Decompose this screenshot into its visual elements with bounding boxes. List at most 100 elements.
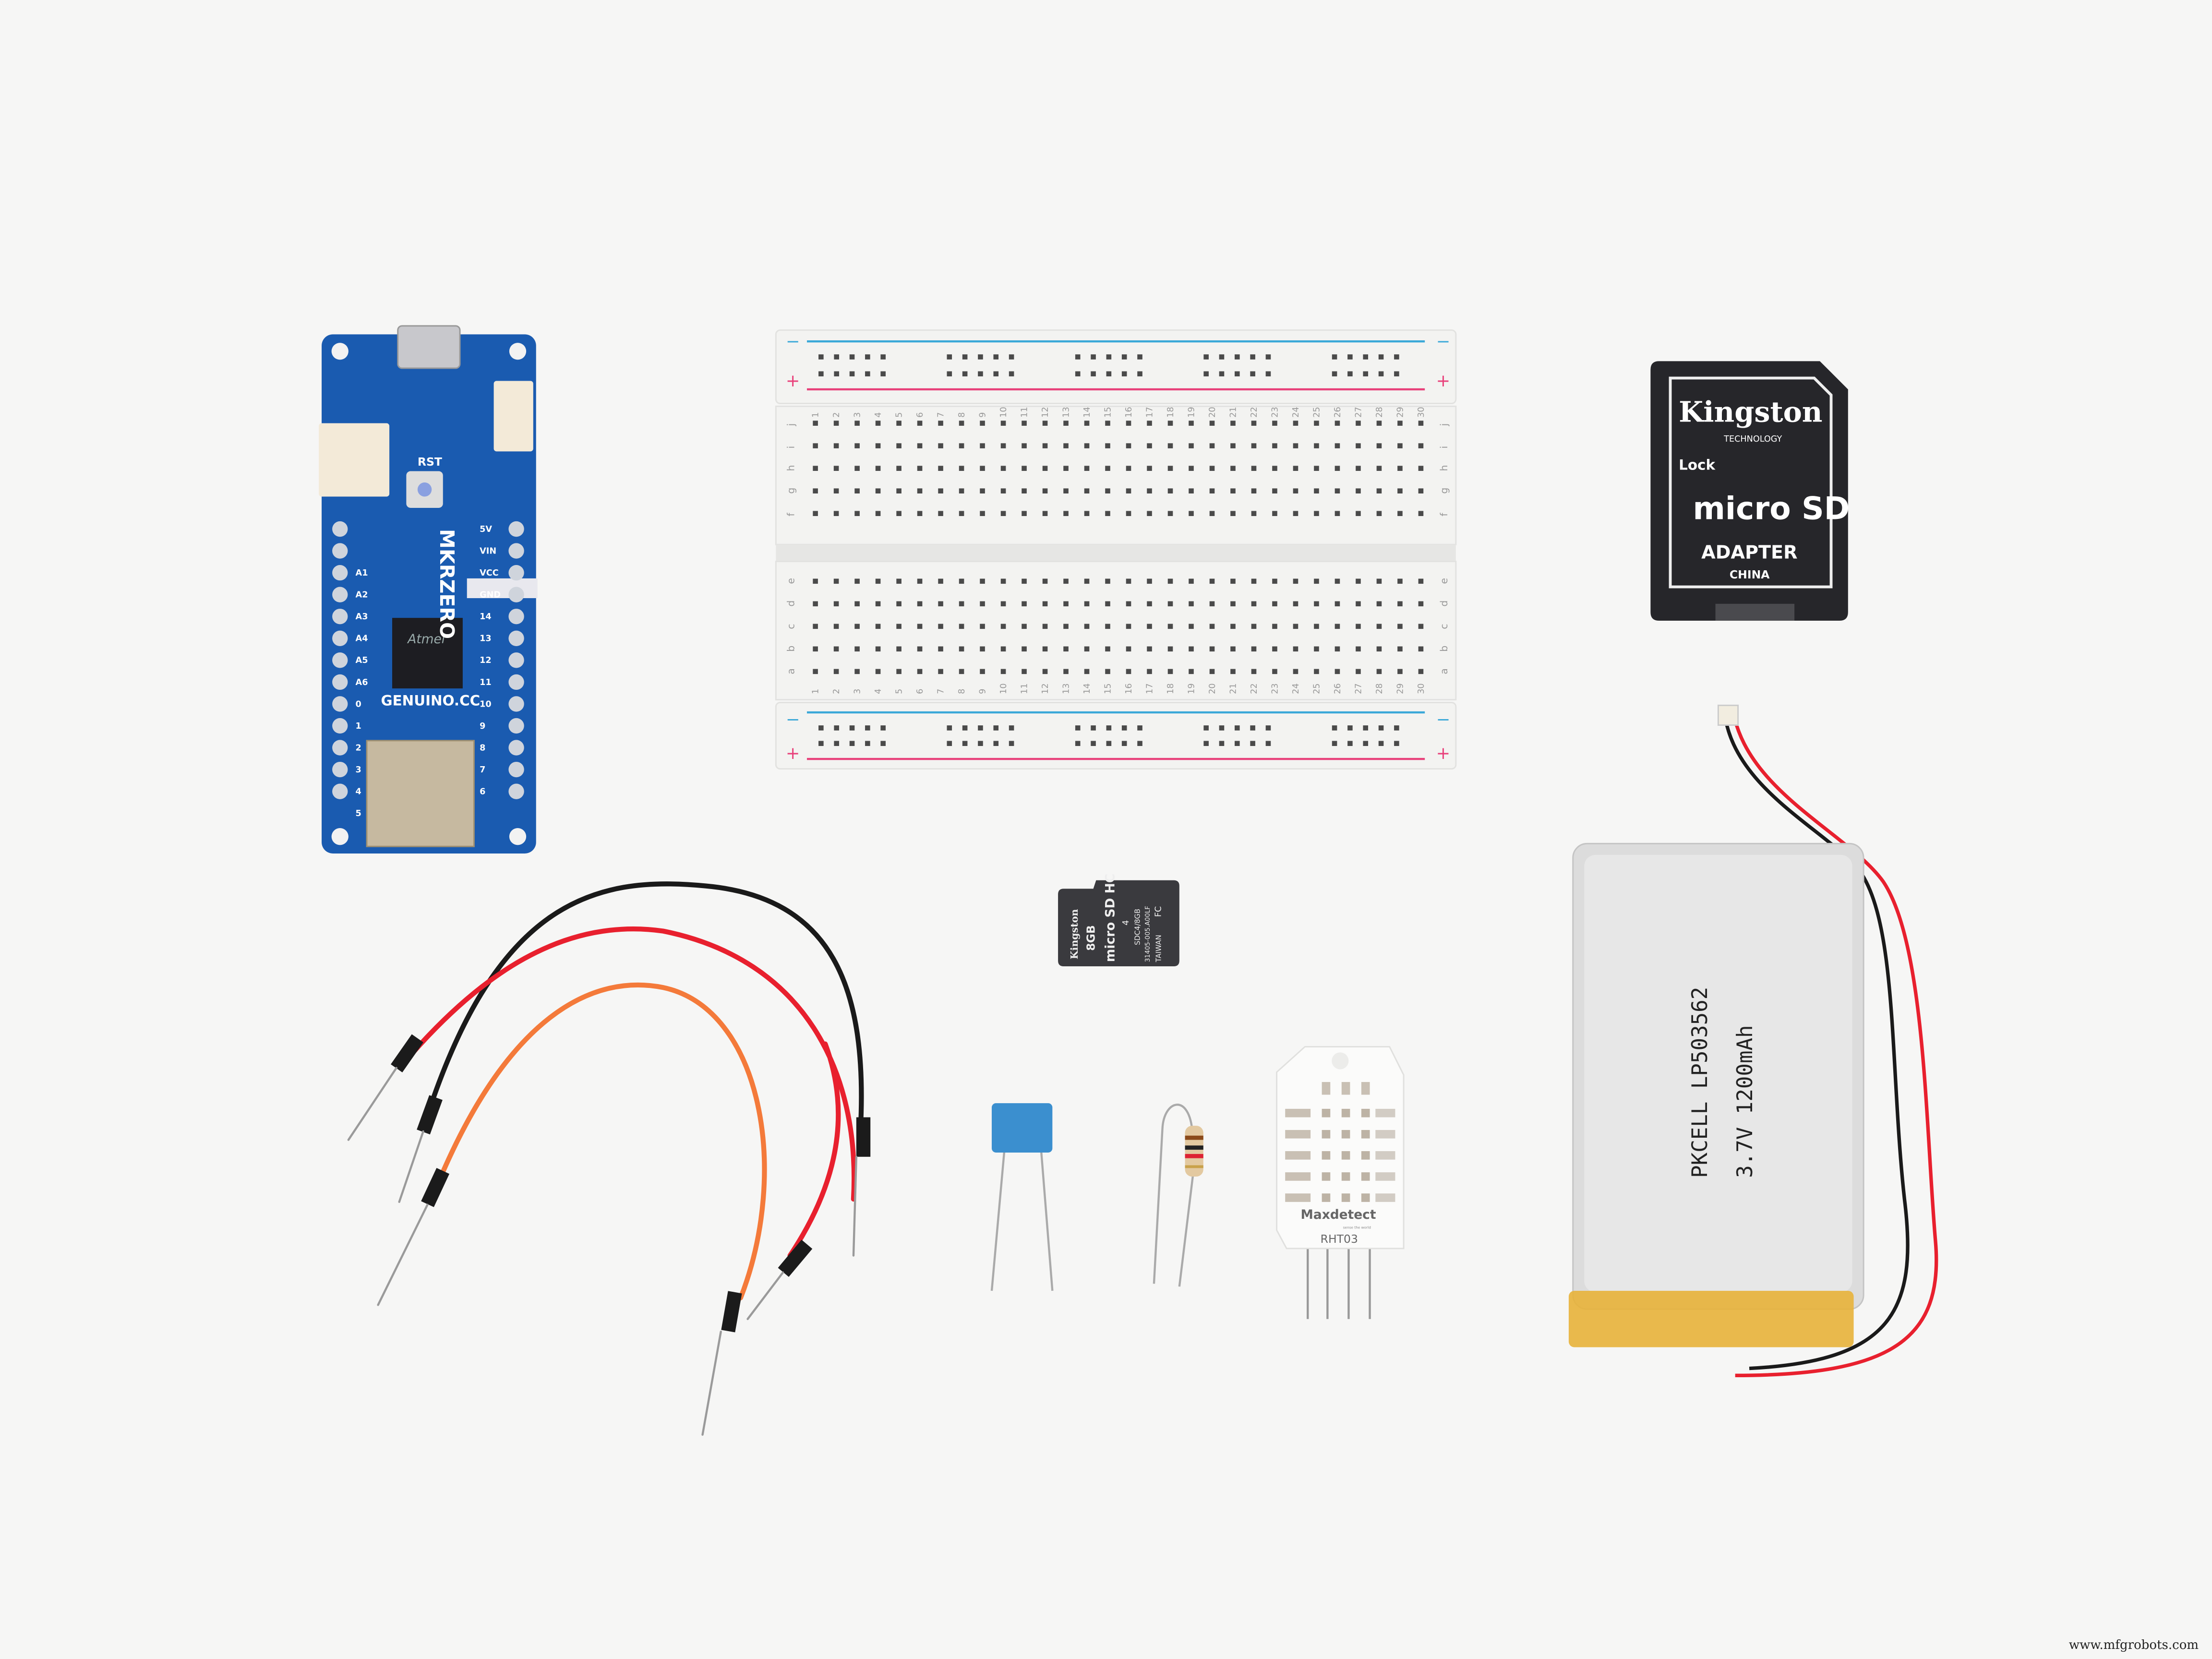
breadboard-hole <box>1230 421 1236 426</box>
rail-hole <box>1363 371 1369 377</box>
rail-hole <box>962 371 968 377</box>
minus-sign: − <box>1436 332 1451 351</box>
rail-hole <box>1363 354 1369 360</box>
breadboard-hole <box>1105 421 1110 426</box>
breadboard-hole <box>1418 669 1424 674</box>
battery-kapton-tape <box>1568 1290 1854 1347</box>
pin-label: 9 <box>480 721 485 731</box>
breadboard-hole <box>917 578 923 584</box>
resistor-lead <box>1178 1170 1195 1287</box>
grill-slot <box>1361 1130 1370 1139</box>
row-letter: i <box>785 446 797 449</box>
breadboard-hole <box>1376 511 1382 517</box>
breadboard-hole <box>1022 511 1027 517</box>
breadboard-hole <box>1209 421 1215 426</box>
breadboard-hole <box>1167 488 1173 493</box>
column-number: 8 <box>957 412 967 418</box>
breadboard-hole <box>1397 646 1403 652</box>
breadboard-hole <box>1189 466 1194 471</box>
breadboard-hole <box>854 488 860 493</box>
breadboard-hole <box>1251 669 1257 674</box>
resistor-lead <box>1153 1104 1193 1284</box>
breadboard-hole <box>1022 669 1027 674</box>
breadboard-hole <box>1105 578 1110 584</box>
breadboard-hole <box>1105 511 1110 517</box>
i2c-connector <box>493 381 533 452</box>
breadboard-hole <box>1230 466 1236 471</box>
rail-hole <box>1137 741 1142 746</box>
breadboard-hole <box>1230 511 1236 517</box>
wire-pin-housing <box>391 1034 423 1072</box>
breadboard-hole <box>938 421 943 426</box>
breadboard-hole <box>938 466 943 471</box>
breadboard-hole <box>875 669 881 674</box>
row-letter: h <box>785 465 797 471</box>
row-letter: i <box>1438 446 1450 449</box>
breadboard-hole <box>1376 578 1382 584</box>
rail-hole <box>865 354 870 360</box>
breadboard-hole <box>1147 421 1152 426</box>
breadboard-hole <box>854 646 860 652</box>
breadboard-hole <box>938 646 943 652</box>
rht03-humidity-sensor: Maxdetect sense the world RHT03 <box>1276 1046 1405 1319</box>
breadboard-hole <box>1293 466 1298 471</box>
breadboard-hole <box>1147 511 1152 517</box>
breadboard-hole <box>1105 669 1110 674</box>
lock-label: Lock <box>1679 457 1716 473</box>
resistor-band <box>1185 1135 1203 1140</box>
grill-slot <box>1375 1108 1395 1118</box>
row-letter: f <box>785 513 797 517</box>
breadboard-hole <box>1230 646 1236 652</box>
breadboard-hole <box>1167 646 1173 652</box>
breadboard-hole <box>1147 646 1152 652</box>
breadboard-hole <box>980 624 985 629</box>
grill-slot <box>1361 1151 1370 1160</box>
breadboard-hole <box>917 511 923 517</box>
breadboard-hole <box>1356 443 1361 448</box>
breadboard-hole <box>1334 669 1340 674</box>
column-number: 23 <box>1270 407 1280 417</box>
capacitor-leg <box>1040 1149 1054 1291</box>
rail-hole <box>1347 741 1353 746</box>
breadboard-hole <box>875 624 881 629</box>
breadboard-hole <box>1022 578 1027 584</box>
grill-slot <box>1285 1108 1311 1118</box>
rail-hole <box>1219 741 1225 746</box>
breadboard-hole <box>1230 488 1236 493</box>
breadboard-hole <box>1167 511 1173 517</box>
rail-hole <box>1235 725 1240 731</box>
pin-label: 12 <box>480 656 492 665</box>
breadboard-hole <box>1334 488 1340 493</box>
rail-hole <box>1250 741 1255 746</box>
plus-sign: + <box>1436 371 1451 391</box>
jumper-wires <box>347 881 871 1436</box>
breadboard-hole <box>1293 601 1298 607</box>
header-pin <box>508 652 524 668</box>
breadboard-hole <box>1063 624 1069 629</box>
rail-hole <box>1265 371 1271 377</box>
breadboard-hole <box>1356 421 1361 426</box>
microsd-adapter: Kingston TECHNOLOGY Lock micro SD ADAPTE… <box>1650 361 1850 621</box>
rail-hole <box>962 354 968 360</box>
breadboard-hole <box>1397 466 1403 471</box>
breadboard-hole <box>813 421 818 426</box>
breadboard-hole <box>1147 669 1152 674</box>
breadboard-hole <box>1209 488 1215 493</box>
breadboard-hole <box>833 669 839 674</box>
breadboard-hole <box>1126 669 1131 674</box>
card-brand: Kingston <box>1069 909 1080 960</box>
bottom-terminal-strip <box>775 561 1457 701</box>
card-model: SDC4/8GB <box>1134 909 1142 945</box>
grill-slot <box>1341 1151 1350 1160</box>
breadboard-hole <box>1418 578 1424 584</box>
column-number: 24 <box>1291 683 1301 694</box>
breadboard-hole <box>1147 466 1152 471</box>
breadboard-hole <box>1126 488 1131 493</box>
header-pin <box>508 630 524 646</box>
rail-hole <box>1091 725 1096 731</box>
breadboard-hole <box>1314 443 1319 448</box>
breadboard-hole <box>1022 466 1027 471</box>
breadboard-hole <box>1376 601 1382 607</box>
wire-pin-housing <box>417 1095 443 1135</box>
breadboard-hole <box>813 488 818 493</box>
